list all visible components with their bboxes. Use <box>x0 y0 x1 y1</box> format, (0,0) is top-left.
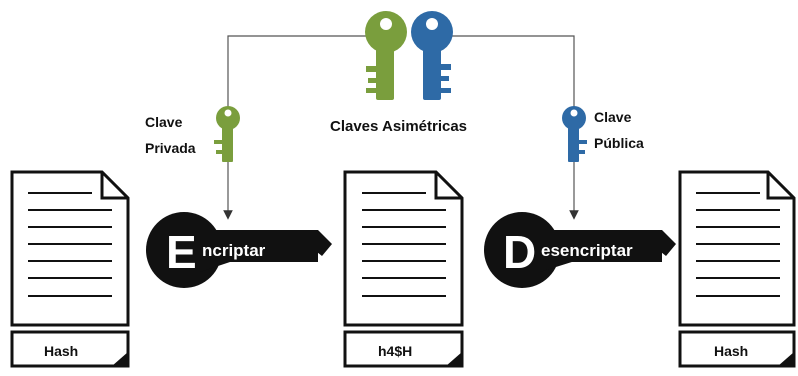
encrypt-initial: E <box>166 226 197 278</box>
document-decrypted-caption: Hash <box>714 343 748 359</box>
asymmetric-keys-icon <box>365 11 453 100</box>
decrypt-key-shape: D esencriptar <box>484 212 676 288</box>
public-key-label-line1: Clave <box>594 109 632 125</box>
document-original: Hash <box>10 170 130 368</box>
document-encrypted: h4$H <box>343 170 464 368</box>
decrypt-label: esencriptar <box>541 241 633 260</box>
blue-key-icon <box>411 11 453 100</box>
encrypt-label: ncriptar <box>202 241 266 260</box>
connector-lines <box>223 35 579 220</box>
public-key-icon <box>562 106 587 162</box>
encrypt-key-shape: E ncriptar <box>146 212 332 288</box>
asymmetric-keys-label: Claves Asimétricas <box>330 118 467 135</box>
private-key-label-line1: Clave <box>145 114 183 130</box>
green-key-icon <box>365 11 407 100</box>
document-decrypted: Hash <box>678 170 796 368</box>
line-to-private-key <box>227 35 380 110</box>
decrypt-initial: D <box>503 226 536 278</box>
private-key-label-line2: Privada <box>145 140 196 156</box>
document-original-caption: Hash <box>44 343 78 359</box>
public-key-label-line2: Pública <box>594 135 644 151</box>
line-to-public-key <box>440 35 575 110</box>
document-encrypted-caption: h4$H <box>378 343 412 359</box>
private-key-icon <box>214 106 240 162</box>
